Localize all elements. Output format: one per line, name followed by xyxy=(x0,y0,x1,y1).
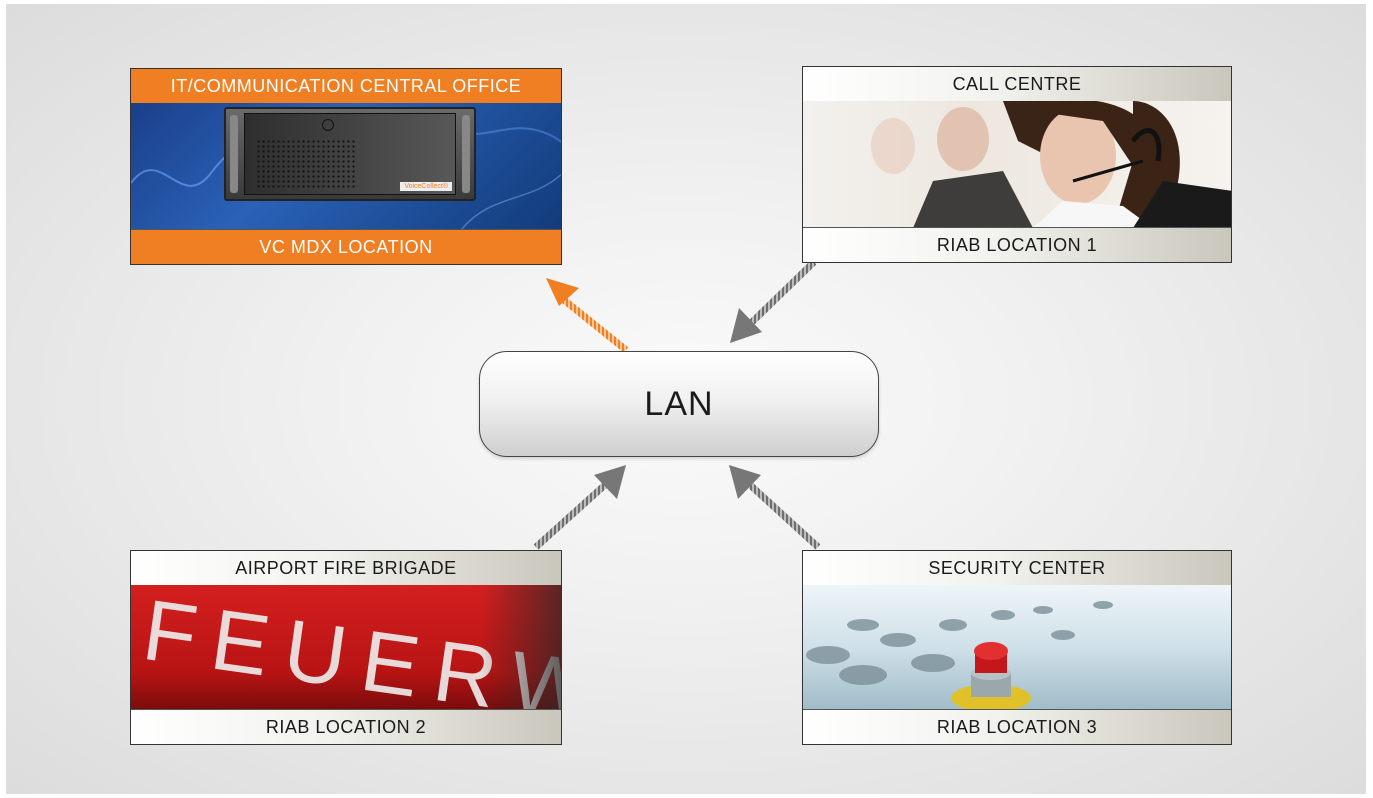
fire-truck-image: FEUERWEHR xyxy=(131,585,561,710)
node-security-center: SECURITY CENTER RIAB LOCATION 3 xyxy=(802,550,1232,745)
node-title: SECURITY CENTER xyxy=(803,551,1231,586)
connection-arrows xyxy=(533,259,821,550)
lan-node: LAN xyxy=(479,351,879,457)
node-subtitle: RIAB LOCATION 3 xyxy=(803,709,1231,744)
agents-graphic xyxy=(871,101,1231,228)
edge-callcentre-to-lan xyxy=(730,259,817,343)
diagram-canvas: IT/COMMUNICATION CENTRAL OFFICE VoiceCol… xyxy=(6,4,1366,794)
node-subtitle: RIAB LOCATION 1 xyxy=(803,227,1231,262)
server-device: VoiceCollect® xyxy=(224,107,476,201)
lan-label: LAN xyxy=(644,384,714,423)
node-subtitle: RIAB LOCATION 2 xyxy=(131,709,561,744)
edge-security-to-lan xyxy=(729,465,821,550)
node-title: IT/COMMUNICATION CENTRAL OFFICE xyxy=(131,69,561,104)
call-centre-image xyxy=(803,101,1231,228)
node-fire-brigade: AIRPORT FIRE BRIGADE FEUERWEHR RIAB LOCA… xyxy=(130,550,562,745)
arrowhead-gray xyxy=(729,465,761,499)
arrowhead-gray xyxy=(730,308,762,343)
edge-lan-to-central xyxy=(546,278,629,353)
node-title: AIRPORT FIRE BRIGADE xyxy=(131,551,561,586)
edge-fire-to-lan xyxy=(533,465,626,550)
arrowhead-gray xyxy=(594,465,626,499)
buttons-graphic xyxy=(806,601,1113,710)
arrowhead-orange xyxy=(546,278,579,306)
brand-label: VoiceCollect® xyxy=(400,182,452,191)
node-call-centre: CALL CENTRE RIAB LOCATION 1 xyxy=(802,66,1232,263)
security-image xyxy=(803,585,1231,710)
server-image: VoiceCollect® xyxy=(131,103,561,230)
node-subtitle: VC MDX LOCATION xyxy=(131,229,561,264)
node-title: CALL CENTRE xyxy=(803,67,1231,102)
node-central-office: IT/COMMUNICATION CENTRAL OFFICE VoiceCol… xyxy=(130,68,562,265)
